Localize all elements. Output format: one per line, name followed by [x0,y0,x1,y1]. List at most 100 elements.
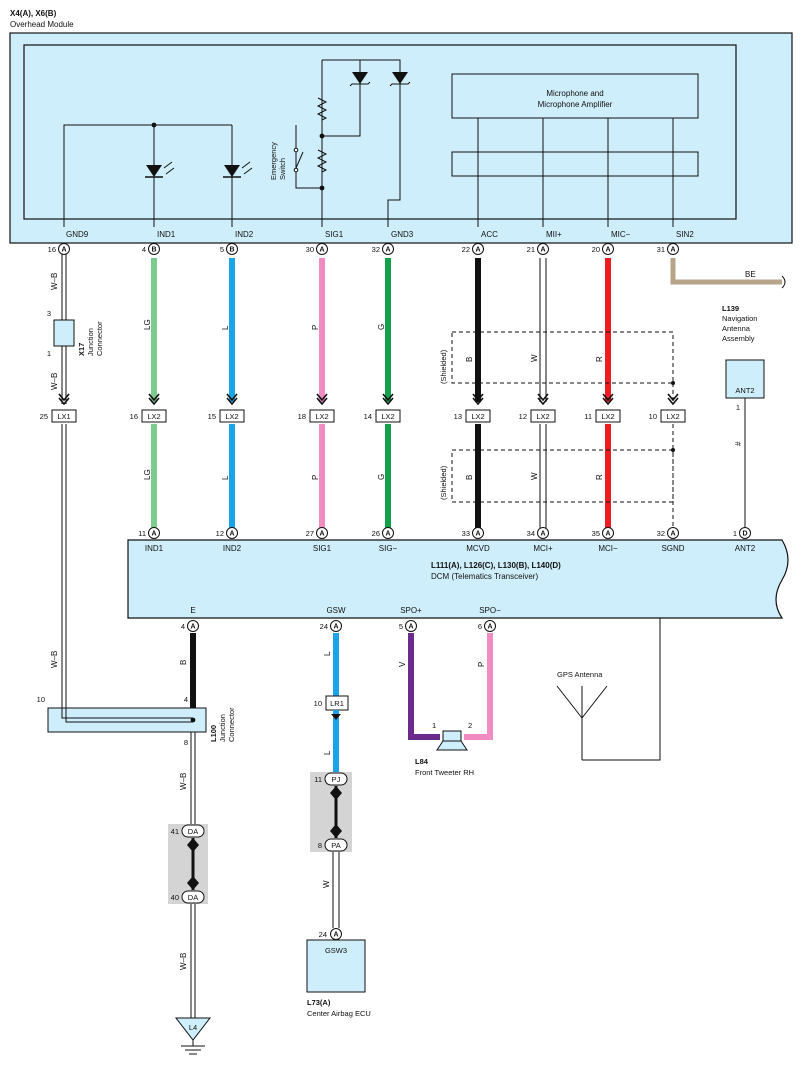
lx1-pin: 25 [40,412,48,421]
da-pin-top: 41 [171,827,179,836]
connector-arrow-icon [187,838,199,852]
lx2-connector-5 [530,409,556,423]
mic-sub-box [451,151,699,177]
wire-label-w-2: W [530,472,539,480]
l73-terminal: GSW3 [325,946,347,955]
dcm-bottom-pin-2-number: 5 [399,622,403,631]
wire-label-p: P [311,325,320,330]
pa-connector [324,838,348,852]
wire-label-r-2: R [595,474,604,480]
connector-arrow-icon [187,876,199,890]
terminal-mic: MIC− [611,230,631,239]
l100-pin-right: 4 [184,695,188,704]
dcm-bottom-pin-0-marker [187,620,199,632]
wire-continuation-icon [781,275,786,289]
l100-pin-bottom: 8 [184,738,188,747]
speaker-icon [436,730,468,751]
connector-arrow-icon [148,393,160,402]
connector-arrow-icon [472,397,484,406]
dcm-bottom-pin-0-letter: A [190,624,195,631]
dcm-top-pin-6-number: 35 [592,529,600,538]
overhead-pin-3-number: 30 [306,245,314,254]
lx2-label: LX2 [315,412,328,421]
overhead-pin-3-letter: A [319,247,324,254]
ground-label: L4 [189,1023,197,1032]
led-ind1-icon [145,161,175,178]
overhead-pin-5-number: 22 [462,245,470,254]
connector-arrow-icon [537,397,549,406]
l100-internal [65,708,193,723]
dcm-top-terminals: A11IND1A12IND2A27SIG1A26SIG−A33MCVDA34MC… [138,527,756,553]
overhead-pin-3-marker [316,243,328,255]
gps-antenna-label: GPS Antenna [557,670,603,679]
l84-id: L84 [415,757,429,766]
pj-label: PJ [332,775,341,784]
dcm-top-pin-8-number: 1 [733,529,737,538]
wire-label-w-b-3: W–B [179,773,188,790]
dcm-terminal-3: SIG− [379,544,398,553]
shielded-label-top: (Shielded) [439,349,448,384]
dcm-terminal-4: MCVD [466,544,490,553]
dcm-bottom-pin-3-marker [484,620,496,632]
overhead-pin-0-marker [58,243,70,255]
overhead-pin-5-marker [472,243,484,255]
l100-internal [61,708,193,719]
da-label-bottom: DA [188,893,198,902]
dcm-top-pin-5-letter: A [540,531,545,538]
da-connector-bottom [181,890,205,904]
ground-icon [174,1017,212,1055]
terminal-mii: MII+ [546,230,562,239]
l139-id: L139 [722,304,739,313]
wire-label-w-b-4: W–B [179,953,188,970]
lx2-pin: 15 [208,412,216,421]
l84-name: Front Tweeter RH [415,768,474,777]
l139-box [725,359,765,399]
wire-label-p-lower: P [477,662,486,667]
l84-pin-1: 1 [432,721,436,730]
wire-spo-minus-p [464,633,493,740]
wire-label-b-2: B [465,475,474,480]
antenna-icon [556,618,661,761]
dcm-top-pin-1-number: 12 [216,529,224,538]
x17-pin-top: 3 [47,309,51,318]
l139-label-3: Assembly [722,334,755,343]
overhead-pin-7-letter: A [605,247,610,254]
junction-dot [190,717,196,723]
lx2-pin: 18 [298,412,306,421]
dcm-top-pin-1-marker [226,527,238,539]
dcm-bottom-terminal-0: E [190,606,195,615]
overhead-module-inner [23,44,737,220]
wire-label-w-b: W–B [50,273,59,290]
connector-arrow-icon [537,393,549,402]
connector-arrow-icon [58,393,70,402]
dcm-terminal-7: SGND [661,544,684,553]
dcm-top-pin-7-letter: A [670,531,675,538]
emergency-switch-label: Emergency [269,142,278,180]
connector-arrow-icon [382,397,394,406]
dcm-top-pin-5-marker [537,527,549,539]
lx2-connector-2 [309,409,335,423]
overhead-pin-0-letter: A [61,247,66,254]
wire-label-be: BE [745,270,756,279]
led-ind2-icon [223,161,253,178]
l139-label-1: Navigation [722,314,757,323]
da-connector-top [181,824,205,838]
l100-pin-left: 10 [37,695,45,704]
dcm-top-pin-0-letter: A [151,531,156,538]
shield-drain-dot [671,448,675,452]
terminal-sig1: SIG1 [325,230,344,239]
connector-arrow-icon [330,824,342,838]
junction-dot [319,185,325,191]
overhead-pin-4-marker [382,243,394,255]
l73-id: L73(A) [307,998,331,1007]
dcm-top-pin-2-marker [316,527,328,539]
gnd3-internal-line [322,59,401,227]
wire-label-l: L [221,325,230,330]
shield-drain-dot [671,381,675,385]
wire-be [670,258,782,285]
shielded-zone-top [451,331,674,384]
lx2-label: LX2 [225,412,238,421]
wire-label-r: R [595,356,604,362]
